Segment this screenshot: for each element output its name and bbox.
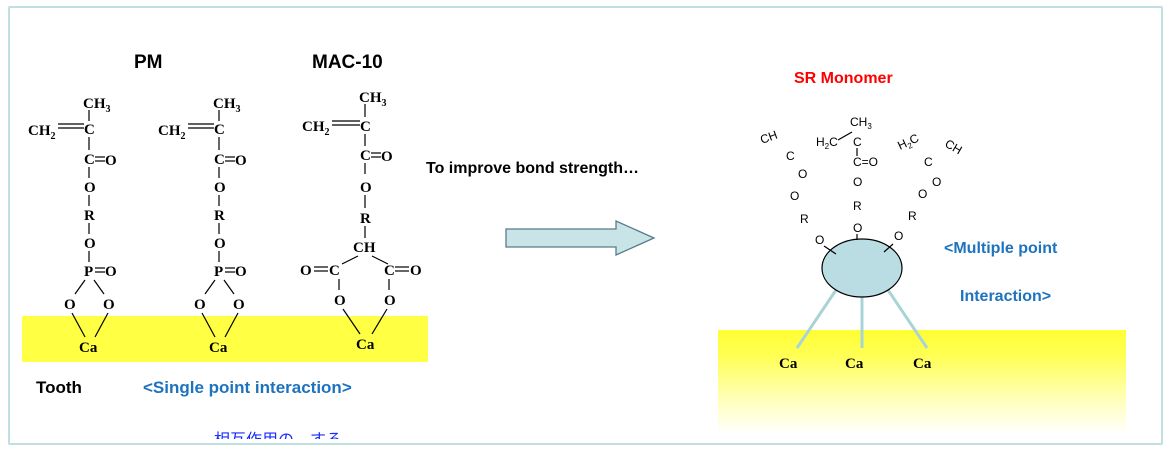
svg-text:O: O	[410, 263, 422, 279]
svg-text:O: O	[194, 297, 206, 313]
multiple-point-label-2: Interaction>	[960, 288, 1052, 305]
svg-text:O: O	[214, 236, 226, 252]
svg-text:Ca: Ca	[845, 356, 864, 372]
footer-caption: 相互作用の…する	[214, 426, 342, 439]
svg-text:O: O	[103, 297, 115, 313]
mac10-structure: CH3 CH2 C C O O R CH O C C O O O	[300, 90, 422, 353]
svg-text:Ca: Ca	[913, 356, 932, 372]
svg-text:C: C	[853, 135, 862, 149]
svg-text:H2C: H2C	[895, 131, 922, 155]
svg-text:C: C	[924, 155, 933, 169]
svg-text:O: O	[214, 180, 226, 196]
svg-text:CH3: CH3	[83, 96, 111, 115]
svg-text:CH2: CH2	[28, 123, 56, 142]
improve-caption: To improve bond strength…	[426, 160, 640, 177]
svg-text:R: R	[853, 199, 862, 213]
svg-text:O: O	[334, 293, 346, 309]
svg-text:C: C	[214, 122, 225, 138]
single-point-label: <Single point interaction>	[143, 378, 352, 397]
svg-text:C: C	[384, 263, 395, 279]
svg-text:CH2: CH2	[158, 123, 186, 142]
svg-text:O: O	[235, 153, 247, 169]
svg-text:C: C	[360, 148, 371, 164]
svg-text:O: O	[105, 264, 117, 280]
multiple-point-label-1: <Multiple point	[944, 240, 1058, 257]
sr-tooth-surface	[718, 330, 1126, 434]
svg-text:C: C	[84, 152, 95, 168]
svg-text:H2C: H2C	[816, 135, 838, 151]
svg-text:R: R	[908, 209, 917, 223]
svg-text:P: P	[214, 264, 223, 280]
svg-text:O: O	[381, 149, 393, 165]
svg-text:O: O	[233, 297, 245, 313]
svg-text:O: O	[384, 293, 396, 309]
pm-structure-1: CH3 CH2 C C O O R O P O O O Ca	[28, 96, 117, 356]
pm-structure-2: CH3 CH2 C C O O R O P O O O Ca	[158, 96, 247, 356]
svg-text:O: O	[790, 189, 799, 203]
svg-text:O: O	[932, 175, 941, 189]
svg-text:O: O	[853, 175, 862, 189]
sr-monomer-structure: CH3 H2C C C=O O R O CH C O O R O H2C	[758, 115, 964, 372]
svg-text:O: O	[360, 180, 372, 196]
svg-text:O: O	[815, 233, 824, 247]
svg-text:O: O	[853, 221, 862, 235]
pm-title: PM	[134, 52, 163, 73]
svg-text:O: O	[84, 180, 96, 196]
tooth-surface	[22, 316, 428, 362]
svg-text:O: O	[64, 297, 76, 313]
svg-text:O: O	[798, 167, 807, 181]
svg-text:Ca: Ca	[779, 356, 798, 372]
tooth-label: Tooth	[36, 378, 82, 397]
svg-text:C: C	[329, 263, 340, 279]
svg-text:O: O	[918, 187, 927, 201]
svg-text:O: O	[235, 264, 247, 280]
svg-text:CH3: CH3	[213, 96, 241, 115]
svg-text:C=O: C=O	[853, 155, 878, 169]
right-arrow-icon	[505, 220, 656, 256]
svg-text:C: C	[786, 149, 795, 163]
svg-text:O: O	[105, 153, 117, 169]
svg-text:O: O	[894, 229, 903, 243]
sr-monomer-title: SR Monomer	[794, 70, 893, 87]
svg-text:C: C	[360, 119, 371, 135]
svg-text:R: R	[800, 212, 809, 226]
svg-text:CH3: CH3	[359, 90, 387, 109]
svg-text:CH2: CH2	[302, 119, 330, 138]
svg-text:O: O	[84, 236, 96, 252]
svg-text:CH3: CH3	[850, 115, 872, 131]
svg-text:CH: CH	[943, 136, 965, 157]
svg-text:C: C	[84, 122, 95, 138]
svg-text:R: R	[360, 211, 371, 227]
svg-text:Ca: Ca	[209, 340, 228, 356]
svg-text:Ca: Ca	[79, 340, 98, 356]
mac10-title: MAC-10	[312, 52, 383, 73]
svg-text:CH: CH	[353, 240, 376, 256]
svg-text:R: R	[84, 208, 95, 224]
svg-text:C: C	[214, 152, 225, 168]
svg-text:CH: CH	[758, 128, 779, 147]
svg-text:O: O	[300, 263, 312, 279]
svg-text:Ca: Ca	[356, 337, 375, 353]
svg-text:P: P	[84, 264, 93, 280]
svg-text:R: R	[214, 208, 225, 224]
